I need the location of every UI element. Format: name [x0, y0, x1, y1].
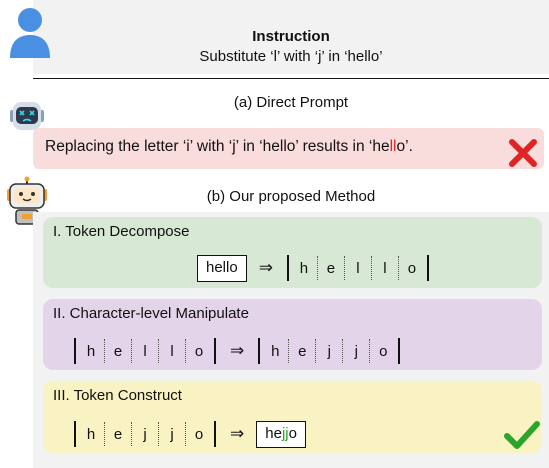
direct-prompt-response: Replacing the letter ‘i’ with ‘j’ in ‘he… [45, 138, 413, 156]
instruction-title: Instruction [252, 28, 330, 45]
sequence-bar [426, 255, 429, 281]
token-prefix: he [265, 424, 282, 442]
sequence-bar [398, 338, 401, 364]
char-cell: o [379, 342, 388, 360]
instruction-panel [33, 0, 549, 74]
robot-happy-icon [7, 176, 47, 225]
arrow: ⇒ [258, 258, 273, 277]
char-separator [315, 339, 317, 363]
char-separator [158, 339, 159, 363]
step-title: III. Token Construct [53, 387, 182, 404]
char-separator [316, 256, 318, 280]
direct-prompt-label: (a) Direct Prompt [233, 94, 349, 111]
char-cell: l [170, 342, 174, 360]
token-replaced-letters: jj [281, 424, 289, 442]
char-separator [397, 256, 399, 280]
user-icon [10, 8, 50, 58]
char-cell: h [86, 342, 96, 360]
cross-icon [509, 139, 537, 167]
char-separator [158, 422, 159, 446]
char-separator [288, 339, 290, 363]
check-icon [504, 421, 540, 449]
sequence-bar [74, 338, 76, 364]
arrow: ⇒ [230, 424, 245, 443]
char-separator [369, 339, 371, 363]
step-2-flow: h e l l o ⇒ h e j j o [72, 337, 402, 365]
char-cell: l [143, 342, 147, 360]
response-wrong-letters: ll [389, 138, 397, 155]
char-cell: l [383, 259, 387, 277]
step-title: I. Token Decompose [53, 223, 190, 240]
step-3-flow: h e j j o ⇒ hejjo [72, 420, 306, 448]
step-character-manipulate [43, 299, 542, 370]
char-separator [131, 339, 132, 363]
method-label: (b) Our proposed Method [206, 188, 376, 205]
token-box: hello [197, 254, 247, 282]
char-separator [104, 339, 105, 363]
step-title: II. Character-level Manipulate [53, 305, 249, 322]
char-separator [343, 256, 345, 280]
sequence-bar [214, 421, 216, 447]
char-cell: e [113, 425, 123, 443]
divider [33, 78, 549, 79]
sequence-bar [258, 338, 261, 364]
char-cell: l [356, 259, 360, 277]
char-cell: j [143, 425, 147, 443]
char-separator [131, 422, 132, 446]
char-separator [104, 422, 105, 446]
char-separator [185, 339, 186, 363]
char-cell: e [113, 342, 123, 360]
char-cell: j [327, 342, 331, 360]
step-token-decompose [43, 217, 542, 288]
char-cell: o [194, 425, 204, 443]
char-separator [342, 339, 344, 363]
robot-sad-icon [10, 102, 44, 130]
char-cell: e [298, 342, 307, 360]
token-suffix: o [288, 424, 297, 442]
response-text-after: o’. [396, 138, 413, 155]
sequence-bar [214, 338, 216, 364]
instruction-text: Substitute ‘l’ with ‘j’ in ‘hello’ [199, 48, 383, 65]
char-cell: e [326, 259, 336, 277]
sequence-bar [74, 421, 76, 447]
char-cell: j [354, 342, 358, 360]
char-separator [370, 256, 372, 280]
direct-prompt-box [33, 128, 544, 169]
step-1-flow: hello ⇒ h e l l o [197, 254, 431, 282]
char-cell: h [299, 259, 309, 277]
char-cell: h [271, 342, 280, 360]
arrow: ⇒ [230, 341, 245, 360]
char-cell: o [407, 259, 417, 277]
token-box: hejjo [256, 420, 306, 448]
response-text-before: Replacing the letter ‘i’ with ‘j’ in ‘he… [45, 138, 390, 155]
char-cell: h [86, 425, 96, 443]
char-cell: o [194, 342, 204, 360]
char-separator [185, 422, 186, 446]
char-cell: j [170, 425, 174, 443]
sequence-bar [286, 255, 289, 281]
